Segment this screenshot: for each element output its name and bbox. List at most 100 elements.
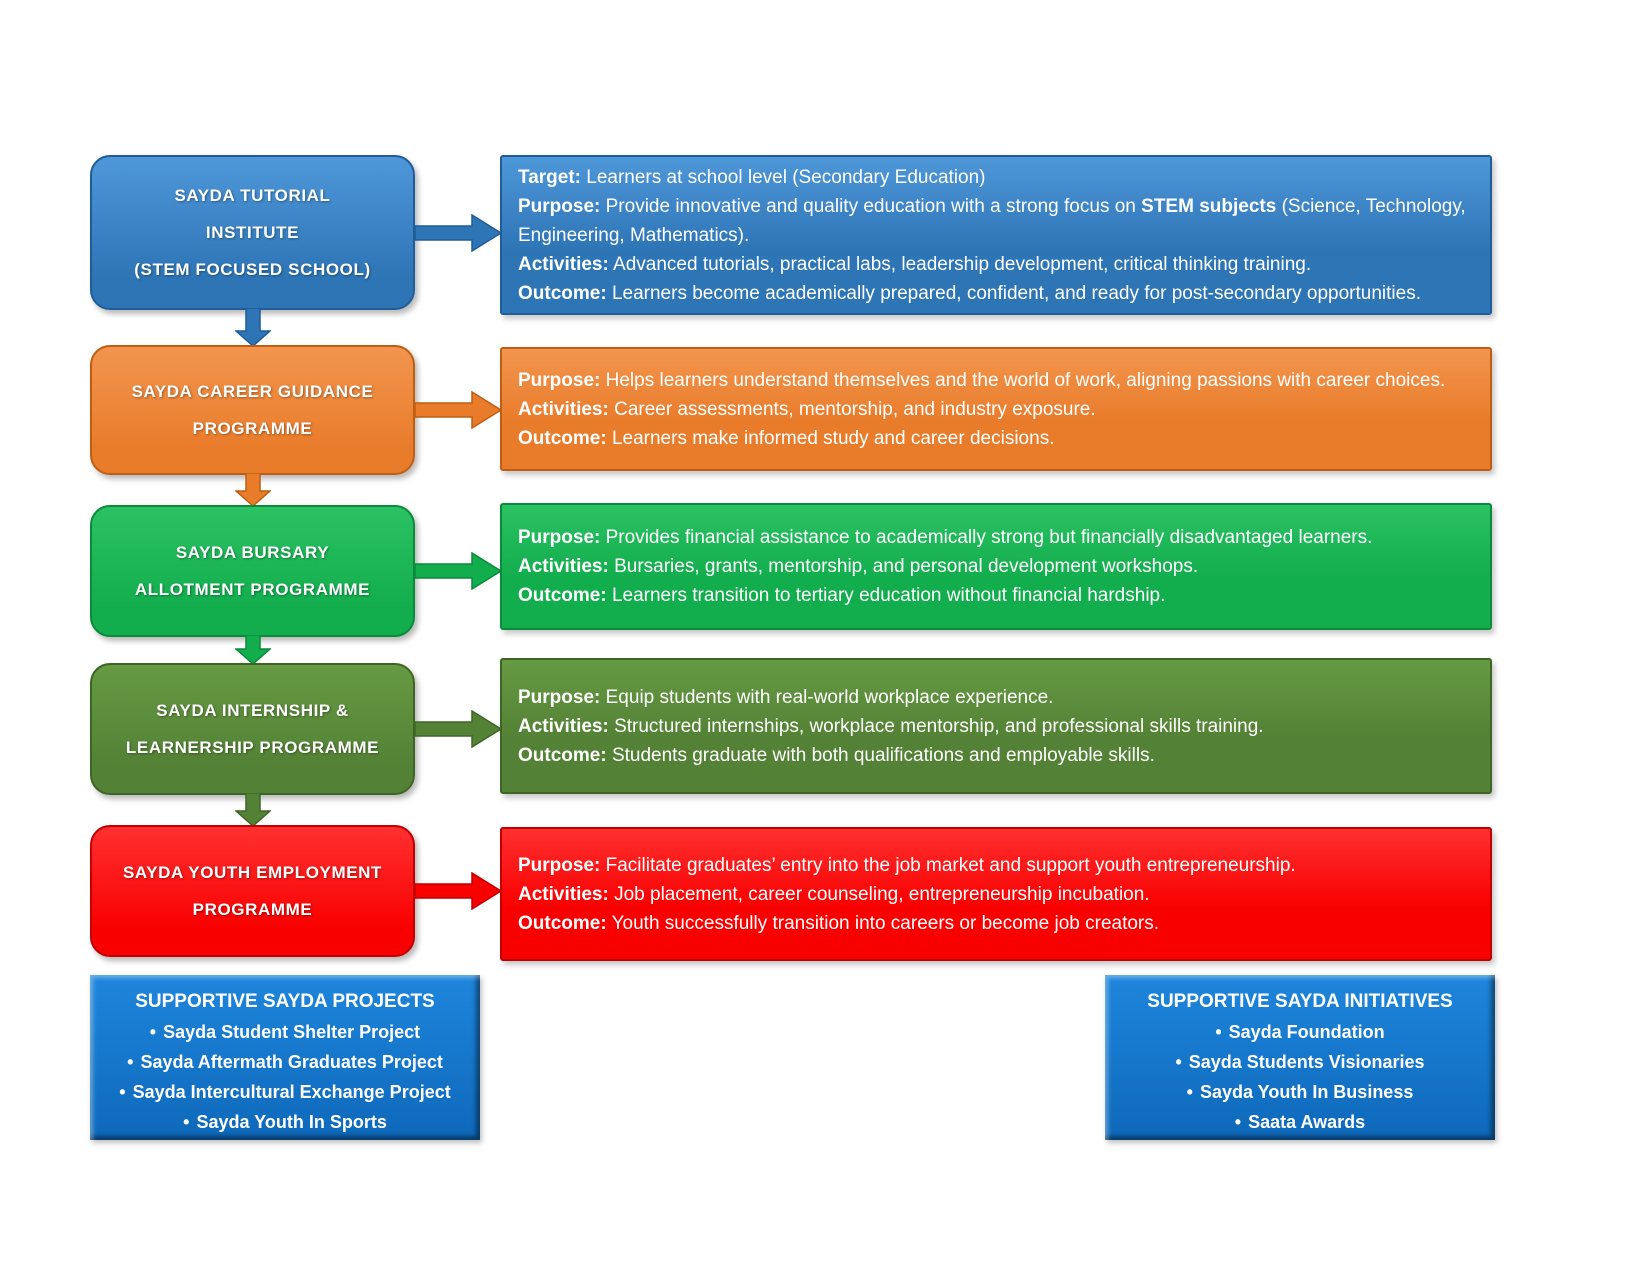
sayda-career-guidance-programme-detail-box: Purpose: Helps learners understand thems…	[500, 347, 1492, 471]
detail-text: Advanced tutorials, practical labs, lead…	[608, 253, 1312, 275]
detail-line: Purpose: Equip students with real-world …	[518, 683, 1474, 712]
detail-label: Purpose:	[518, 527, 601, 548]
detail-text: Learners at school level (Secondary Educ…	[580, 166, 986, 188]
sayda-bursary-allotment-programme-arrow-right-icon	[414, 551, 503, 591]
detail-label: Activities:	[518, 253, 609, 275]
sayda-bursary-allotment-programme-arrow-down-icon	[233, 634, 272, 666]
detail-line: Purpose: Provide innovative and quality …	[518, 192, 1474, 250]
detail-label: Outcome:	[518, 744, 607, 766]
detail-label: Outcome:	[518, 912, 607, 934]
supportive-sayda-initiatives-item-label: Sayda Foundation	[1228, 1022, 1385, 1042]
sayda-tutorial-institute-title-line: INSTITUTE	[205, 223, 300, 242]
detail-text: Learners make informed study and career …	[606, 427, 1055, 449]
detail-label: Target:	[518, 166, 581, 188]
supportive-sayda-initiatives-item: • Sayda Students Visionaries	[1175, 1047, 1424, 1077]
sayda-bursary-allotment-programme-detail-box: Purpose: Provides financial assistance t…	[500, 503, 1492, 630]
detail-label: Purpose:	[518, 854, 601, 876]
supportive-sayda-projects-items: • Sayda Student Shelter Project •Sayda Aft…	[119, 1017, 450, 1137]
sayda-internship-learnership-programme-title-line: LEARNERSHIP PROGRAMME	[125, 738, 380, 757]
sayda-youth-employment-programme-arrow-right-icon	[414, 871, 503, 911]
supportive-sayda-projects-item-label: Sayda Intercultural Exchange Project	[132, 1082, 451, 1102]
detail-text: Facilitate graduates’ entry into the job…	[600, 854, 1296, 876]
detail-label: Outcome:	[518, 585, 607, 606]
detail-line: Activities: Structured internships, work…	[518, 712, 1474, 741]
bullet-icon: •	[119, 1082, 126, 1102]
sayda-career-guidance-programme-title-line: PROGRAMME	[192, 419, 313, 438]
detail-text: Career assessments, mentorship, and indu…	[608, 398, 1096, 420]
bullet-icon: •	[1186, 1082, 1193, 1102]
supportive-sayda-initiatives-item: • Saata Awards	[1175, 1107, 1424, 1137]
detail-line: Purpose: Helps learners understand thems…	[518, 366, 1474, 395]
supportive-sayda-projects-item-label: Sayda Student Shelter Project	[163, 1022, 421, 1042]
sayda-career-guidance-programme-arrow-down-icon	[233, 472, 272, 508]
detail-label: Outcome:	[518, 282, 607, 304]
detail-line: Outcome: Learners make informed study an…	[518, 424, 1474, 453]
sayda-tutorial-institute-box: SAYDA TUTORIAL INSTITUTE (STEM FOCUSED SCH…	[90, 155, 415, 310]
detail-label: STEM subjects	[1141, 195, 1277, 217]
detail-text: Equip students with real-world workplace…	[600, 686, 1054, 708]
supportive-sayda-projects-item: • Sayda Youth In Sports	[119, 1107, 450, 1137]
bullet-icon: •	[149, 1022, 157, 1042]
bullet-icon: •	[1175, 1052, 1182, 1072]
sayda-youth-employment-programme-title-line: PROGRAMME	[192, 900, 313, 919]
detail-text: Provides financial assistance to academi…	[600, 527, 1373, 548]
supportive-sayda-projects-item: •Sayda Aftermath Graduates Project	[119, 1047, 450, 1077]
bullet-icon: •	[1215, 1022, 1222, 1042]
detail-text: (Science, Technology, Engineering, Mathe…	[518, 195, 1466, 246]
sayda-tutorial-institute-title-line: SAYDA TUTORIAL	[174, 186, 331, 205]
sayda-bursary-allotment-programme-box: SAYDA BURSARY ALLOTMENT PROGRAMME	[90, 505, 415, 637]
sayda-tutorial-institute-arrow-down-icon	[233, 307, 272, 348]
supportive-sayda-initiatives-item-label: Sayda Students Visionaries	[1188, 1052, 1425, 1072]
sayda-tutorial-institute-detail-box: Target: Learners at school level (Second…	[500, 155, 1492, 315]
sayda-internship-learnership-programme-arrow-down-icon	[233, 792, 272, 828]
detail-label: Purpose:	[518, 195, 601, 217]
sayda-youth-employment-programme-title-line: SAYDA YOUTH EMPLOYMENT	[122, 863, 383, 882]
detail-label: Activities:	[518, 556, 609, 577]
detail-line: Activities: Bursaries, grants, mentorshi…	[518, 552, 1474, 581]
bullet-icon: •	[1234, 1112, 1242, 1132]
supportive-sayda-projects-title: SUPPORTIVE SAYDA PROJECTS	[135, 991, 435, 1012]
sayda-internship-learnership-programme-arrow-right-icon	[414, 709, 503, 749]
supportive-sayda-projects-box: SUPPORTIVE SAYDA PROJECTS • Sayda Student…	[90, 975, 480, 1140]
supportive-sayda-initiatives-item: • Sayda Foundation	[1175, 1017, 1424, 1047]
supportive-sayda-projects-item-label: Sayda Youth In Sports	[196, 1112, 387, 1132]
supportive-sayda-projects-item: • Sayda Intercultural Exchange Project	[119, 1077, 450, 1107]
sayda-tutorial-institute-title-line: (STEM FOCUSED SCHOOL)	[134, 260, 371, 279]
detail-text: Students graduate with both qualificatio…	[606, 744, 1155, 766]
detail-text: Job placement, career counseling, entrep…	[608, 883, 1150, 905]
detail-line: Activities: Career assessments, mentorsh…	[518, 395, 1474, 424]
detail-line: Outcome: Learners become academically pr…	[518, 279, 1474, 308]
sayda-bursary-allotment-programme-title-line: ALLOTMENT PROGRAMME	[134, 580, 371, 599]
supportive-sayda-initiatives-box: SUPPORTIVE SAYDA INITIATIVES • Sayda Foun…	[1105, 975, 1495, 1140]
sayda-internship-learnership-programme-title-line: SAYDA INTERNSHIP &	[156, 701, 349, 720]
detail-text: Learners become academically prepared, c…	[606, 282, 1421, 304]
detail-label: Purpose:	[518, 369, 601, 391]
sayda-internship-learnership-programme-detail-box: Purpose: Equip students with real-world …	[500, 658, 1492, 794]
bullet-icon: •	[127, 1052, 134, 1072]
detail-line: Outcome: Learners transition to tertiary…	[518, 581, 1474, 610]
detail-text: Bursaries, grants, mentorship, and perso…	[608, 556, 1199, 577]
detail-label: Activities:	[518, 715, 609, 737]
supportive-sayda-initiatives-item: •Sayda Youth In Business	[1175, 1077, 1424, 1107]
detail-text: Helps learners understand themselves and…	[600, 369, 1446, 391]
detail-text: Learners transition to tertiary educatio…	[606, 585, 1166, 606]
supportive-sayda-initiatives-title: SUPPORTIVE SAYDA INITIATIVES	[1147, 991, 1453, 1012]
sayda-career-guidance-programme-title-line: SAYDA CAREER GUIDANCE	[131, 382, 374, 401]
detail-label: Purpose:	[518, 686, 601, 708]
bullet-icon: •	[183, 1112, 190, 1132]
sayda-youth-employment-programme-box: SAYDA YOUTH EMPLOYMENT PROGRAMME	[90, 825, 415, 957]
sayda-bursary-allotment-programme-title-line: SAYDA BURSARY	[175, 543, 330, 562]
detail-line: Activities: Advanced tutorials, practica…	[518, 250, 1474, 279]
supportive-sayda-initiatives-item-label: Saata Awards	[1248, 1112, 1366, 1132]
detail-label: Activities:	[518, 883, 609, 905]
detail-label: Activities:	[518, 398, 609, 420]
supportive-sayda-initiatives-items: • Sayda Foundation • Sayda Students Visiona…	[1175, 1017, 1424, 1137]
sayda-tutorial-institute-arrow-right-icon	[414, 213, 503, 252]
detail-line: Purpose: Provides financial assistance t…	[518, 523, 1474, 552]
detail-text: Structured internships, workplace mentor…	[608, 715, 1264, 737]
detail-label: Outcome:	[518, 427, 607, 449]
sayda-youth-employment-programme-detail-box: Purpose: Facilitate graduates’ entry int…	[500, 827, 1492, 961]
detail-text: Youth successfully transition into caree…	[606, 912, 1160, 934]
detail-line: Purpose: Facilitate graduates’ entry int…	[518, 851, 1474, 880]
